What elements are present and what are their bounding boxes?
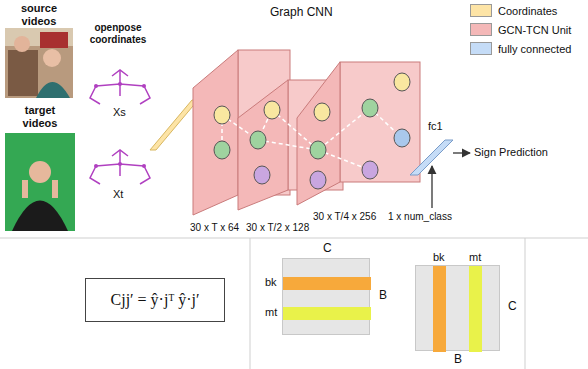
legend-text: GCN-TCN Unit: [498, 24, 571, 36]
video-label: source videos: [9, 2, 69, 27]
pose-label: openpose coordinates: [83, 22, 153, 45]
video-label: target videos: [10, 104, 70, 129]
band-label: mt: [469, 251, 481, 264]
band-label: bk: [265, 276, 277, 289]
column-band: mt: [469, 266, 482, 352]
panel-dividers: [0, 238, 588, 369]
dimension-letter: B: [379, 289, 387, 303]
source-photo: [5, 28, 73, 98]
row-band: bk: [283, 277, 371, 290]
legend-swatch: [470, 4, 492, 17]
band-label: bk: [433, 251, 445, 264]
formula: Cjj′ = ŷ·jᵀ ŷ·j′: [111, 291, 200, 309]
section-title: Graph CNN: [270, 6, 333, 20]
dimension-label: 30 x T/2 x 128: [246, 222, 309, 234]
dimension-letter: B: [454, 353, 462, 367]
legend-swatch: [470, 23, 492, 36]
row-band: mt: [283, 307, 371, 320]
legend-entry: GCN-TCN Unit: [470, 23, 571, 36]
column-band: bk: [433, 266, 446, 352]
dimension-letter: C: [508, 300, 517, 314]
layer-label: fc1: [428, 120, 443, 133]
dimension-label: 30 x T x 64: [190, 222, 239, 234]
coordinates-slab: [150, 100, 198, 150]
graph-links: [222, 108, 402, 170]
pose-joints: [94, 82, 146, 168]
legend-text: Coordinates: [498, 5, 557, 17]
matrix: CBbkmt: [415, 265, 500, 351]
legend-entry: fully connected: [470, 42, 571, 55]
pose-skeleton: [90, 70, 150, 184]
formula-box: Cjj′ = ŷ·jᵀ ŷ·j′: [85, 278, 225, 322]
dimension-label: 1 x num_class: [388, 211, 452, 223]
variable-label: Xt: [113, 188, 123, 201]
band-label: mt: [265, 306, 277, 319]
dimension-label: 30 x T/4 x 256: [313, 211, 376, 223]
arrow: [431, 166, 432, 208]
graph-units: [214, 73, 410, 189]
dimension-letter: C: [323, 242, 332, 256]
gcn-blocks: [193, 50, 420, 215]
target-photo: [5, 133, 75, 231]
legend-swatch: [470, 42, 492, 55]
arrow: [453, 152, 470, 153]
matrix: CBbkmt: [282, 258, 370, 335]
legend-entry: Coordinates: [470, 4, 557, 17]
legend-text: fully connected: [498, 43, 571, 55]
output-label: Sign Prediction: [474, 146, 548, 159]
variable-label: Xs: [113, 106, 126, 119]
